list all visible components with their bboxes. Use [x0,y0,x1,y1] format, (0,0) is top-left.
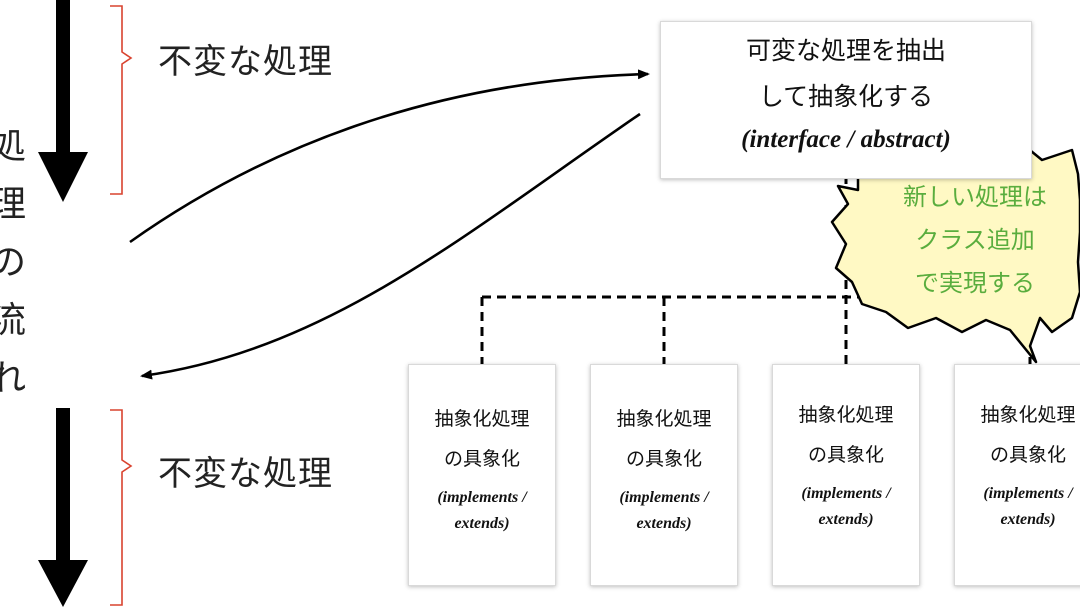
title-char: 理 [0,184,26,225]
impl-jp-text: 抽象化処理 の具象化 [773,395,919,475]
brace-top [110,5,133,195]
impl-en1: (implements / [437,489,527,506]
impl-line2: の具象化 [989,444,1066,466]
curve-arrow-to-abstraction [129,69,650,244]
flow-arrow-top [38,0,88,202]
impl-en2: extends) [1000,511,1056,528]
fixed-process-label-bottom: 不変な処理 [158,454,333,494]
impl-en-text: (implements / extends) [773,481,919,533]
abstraction-line1: 可変な処理を抽出 [745,36,946,65]
impl-line1: 抽象化処理 [616,408,712,430]
impl-en1: (implements / [983,485,1073,502]
impl-en2: extends) [818,511,874,528]
abstraction-box: 可変な処理を抽出 して抽象化する (interface / abstract) [660,21,1032,179]
title-char: 処 [0,126,26,167]
impl-en2: extends) [454,515,510,532]
impl-jp-text: 抽象化処理 の具象化 [409,399,555,479]
callout-text: 新しい処理は クラス追加 で実現する [870,176,1080,305]
impl-en-text: (implements / extends) [409,485,555,537]
callout-line2: クラス追加 [915,226,1035,254]
title-char: れ [0,358,26,399]
impl-en-text: (implements / extends) [591,485,737,537]
flow-arrow-bottom [38,408,88,607]
impl-en2: extends) [636,515,692,532]
impl-en1: (implements / [801,485,891,502]
abstraction-line2: して抽象化する [758,82,934,111]
abstraction-english: (interface / abstract) [741,126,951,153]
implementation-box: 抽象化処理 の具象化 (implements / extends) [590,364,738,586]
implementation-box: 抽象化処理 の具象化 (implements / extends) [408,364,556,586]
fixed-process-label-top: 不変な処理 [158,42,333,82]
impl-line1: 抽象化処理 [434,408,530,430]
implementation-box: 抽象化処理 の具象化 (implements / extends) [772,364,920,586]
impl-jp-text: 抽象化処理 の具象化 [955,395,1080,475]
impl-line1: 抽象化処理 [980,404,1076,426]
impl-en1: (implements / [619,489,709,506]
impl-line2: の具象化 [807,444,884,466]
impl-line2: の具象化 [443,448,520,470]
implementation-box: 抽象化処理 の具象化 (implements / extends) [954,364,1080,586]
curve-arrow-back-to-flow [140,112,641,380]
title-char: の [0,242,26,283]
callout-line1: 新しい処理は [903,183,1047,211]
callout-line3: で実現する [915,269,1035,297]
impl-jp-text: 抽象化処理 の具象化 [591,399,737,479]
impl-line1: 抽象化処理 [798,404,894,426]
vertical-title-process-flow: 処 理 の 流 れ [0,118,28,408]
impl-en-text: (implements / extends) [955,481,1080,533]
impl-line2: の具象化 [625,448,702,470]
brace-bottom [110,409,133,606]
title-char: 流 [0,300,26,341]
